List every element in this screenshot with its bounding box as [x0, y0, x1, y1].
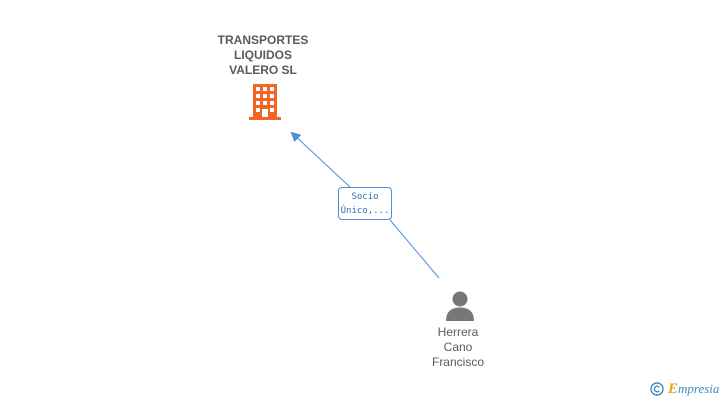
relation-label-line-2: Único,...: [340, 206, 390, 216]
company-name-line-1: TRANSPORTES: [217, 33, 309, 47]
brand-logo: E mpresia: [650, 380, 719, 398]
person-name[interactable]: Herrera Cano Francisco: [408, 325, 508, 370]
brand-name: mpresia: [678, 381, 720, 396]
company-name-line-3: VALERO SL: [229, 63, 297, 77]
person-name-line-3: Francisco: [431, 355, 484, 369]
building-icon[interactable]: [248, 84, 282, 120]
edge-lower-segment: [389, 219, 440, 279]
relation-badge[interactable]: Socio Único,...: [338, 187, 392, 220]
person-name-line-1: Herrera: [437, 325, 479, 339]
company-name[interactable]: TRANSPORTES LIQUIDOS VALERO SL: [203, 33, 323, 78]
relation-label-line-1: Socio: [351, 192, 379, 202]
edge-upper-segment: [290, 131, 351, 188]
person-name-line-2: Cano: [443, 340, 473, 354]
person-icon[interactable]: [444, 290, 476, 322]
copyright-icon: [650, 382, 664, 396]
company-name-line-2: LIQUIDOS: [233, 48, 292, 62]
brand-initial: E: [668, 380, 679, 397]
